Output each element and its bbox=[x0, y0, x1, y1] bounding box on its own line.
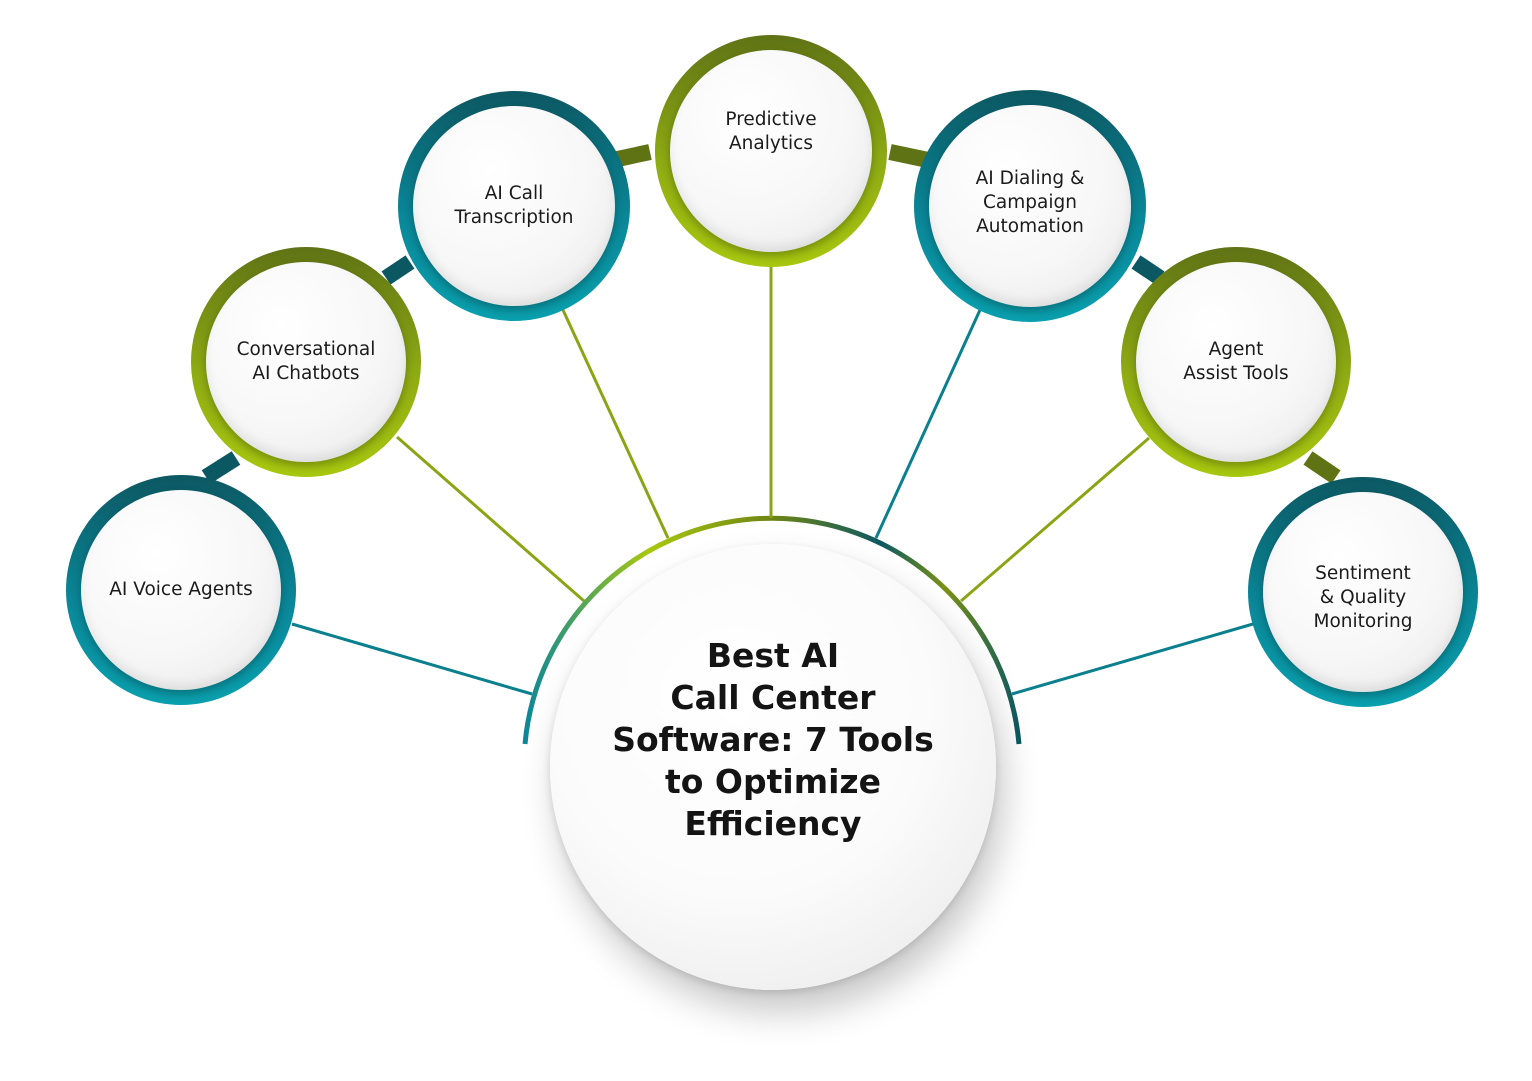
center-title: Best AI Call Center Software: 7 Tools to… bbox=[612, 636, 934, 843]
ring-bridge bbox=[201, 451, 241, 484]
connector-line bbox=[396, 435, 585, 603]
node-label: Agent Assist Tools bbox=[1183, 339, 1289, 384]
node-ai-voice-agents: AI Voice Agents bbox=[66, 475, 296, 705]
node-sentiment-quality-monitoring: Sentiment & Quality Monitoring bbox=[1248, 477, 1478, 707]
node-disc: AI Dialing & Campaign Automation bbox=[929, 105, 1131, 307]
node-disc: Predictive Analytics bbox=[670, 50, 872, 252]
connector-line bbox=[1011, 622, 1254, 696]
ring-bridge bbox=[381, 255, 415, 285]
connector-line bbox=[960, 436, 1150, 603]
node-ai-dialing-campaign-automation: AI Dialing & Campaign Automation bbox=[914, 90, 1146, 322]
node-label: AI Dialing & Campaign Automation bbox=[975, 168, 1085, 237]
node-label: AI Call Transcription bbox=[454, 183, 574, 228]
node-label: Conversational AI Chatbots bbox=[236, 339, 376, 384]
ring-bridge bbox=[1131, 255, 1165, 285]
connector-line bbox=[874, 309, 982, 539]
node-disc: Agent Assist Tools bbox=[1136, 262, 1336, 462]
ring-bridge bbox=[1303, 451, 1341, 484]
ring-bridge bbox=[888, 144, 930, 168]
node-conversational-ai-chatbots: Conversational AI Chatbots bbox=[191, 247, 421, 477]
connector-line bbox=[291, 622, 533, 696]
node-label: Sentiment & Quality Monitoring bbox=[1313, 563, 1413, 632]
node-disc: Conversational AI Chatbots bbox=[206, 262, 406, 462]
node-disc: Sentiment & Quality Monitoring bbox=[1263, 492, 1463, 692]
node-disc: AI Call Transcription bbox=[413, 106, 615, 306]
center-hub: Best AI Call Center Software: 7 Tools to… bbox=[550, 544, 996, 990]
node-agent-assist-tools: Agent Assist Tools bbox=[1121, 247, 1351, 477]
node-label: AI Voice Agents bbox=[109, 579, 253, 600]
node-disc: AI Voice Agents bbox=[81, 490, 281, 690]
outer-arc bbox=[522, 515, 1022, 745]
connector-line bbox=[561, 309, 670, 539]
node-label: Predictive Analytics bbox=[725, 109, 817, 154]
node-predictive-analytics: Predictive Analytics bbox=[655, 35, 887, 267]
node-ai-call-transcription: AI Call Transcription bbox=[398, 91, 630, 321]
